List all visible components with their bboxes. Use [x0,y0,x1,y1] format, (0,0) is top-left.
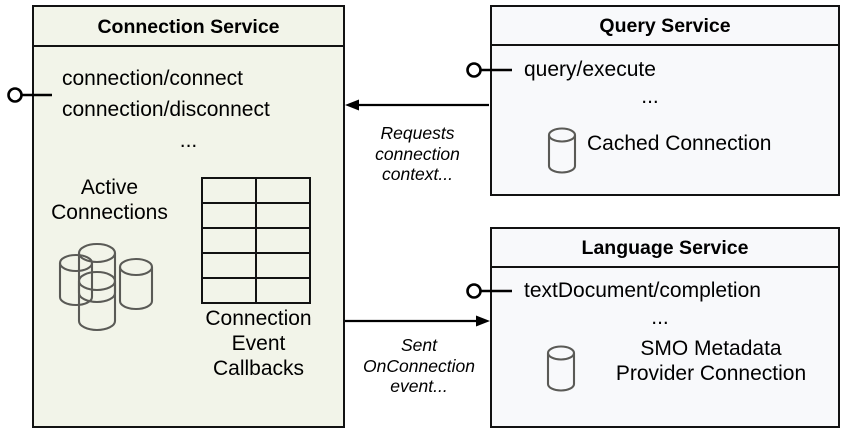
arrow-label-sent-onconnection-event: Sent OnConnection event... [363,335,475,397]
smo-metadata-provider-connection-label: SMO Metadata Provider Connection [615,337,807,385]
language-service-operation-1: ... [651,306,669,329]
lollipop-connection-service [7,87,52,103]
cached-connection-label: Cached Connection [587,132,772,155]
arrow-label-requests-connection-context: Requests connection context... [375,123,460,185]
language-service-header-divider [492,266,838,268]
connection-service-operation-0: connection/connect [62,67,243,90]
language-service-title: Language Service [581,237,749,259]
query-service-header-divider [492,44,838,46]
connection-service-operation-2: ... [179,129,198,152]
component-language-service[interactable]: Language Service [490,227,840,428]
query-service-title: Query Service [599,15,731,37]
arrow-sent-onconnection-event [345,315,490,327]
query-service-operation-0: query/execute [524,58,656,81]
connection-event-callbacks-label: Connection Event Callbacks [205,307,312,380]
lollipop-query-service [466,62,512,78]
connection-service-title: Connection Service [97,15,280,38]
active-connections-label: Active Connections [51,176,168,224]
lollipop-language-service [466,283,512,299]
component-connection-service[interactable]: Connection Service [32,5,345,428]
connection-service-header-divider [34,45,343,47]
component-query-service[interactable]: Query Service [490,5,840,196]
arrow-requests-connection-context [345,99,489,111]
query-service-operation-1: ... [641,85,659,108]
connection-service-operation-1: connection/disconnect [62,98,270,121]
language-service-operation-0: textDocument/completion [524,279,761,302]
